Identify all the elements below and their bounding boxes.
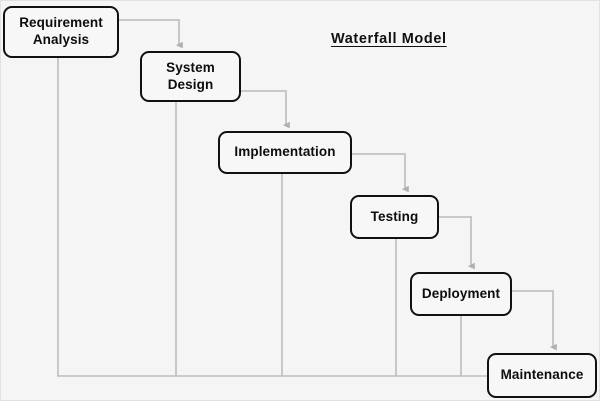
node-label-maintenance: Maintenance bbox=[500, 367, 584, 383]
connector-implementation-to-testing bbox=[352, 153, 409, 193]
node-requirement-analysis[interactable]: Requirement Analysis bbox=[3, 6, 119, 58]
node-implementation[interactable]: Implementation bbox=[218, 131, 352, 174]
connector-system-to-implementation bbox=[241, 90, 290, 129]
node-label-testing: Testing bbox=[370, 208, 419, 224]
node-testing[interactable]: Testing bbox=[350, 195, 439, 239]
node-label-implementation: Implementation bbox=[234, 144, 336, 160]
diagram-title: Waterfall Model bbox=[331, 31, 447, 47]
node-label-requirement-analysis: Requirement Analysis bbox=[19, 15, 103, 47]
node-system-design[interactable]: System Design bbox=[140, 51, 241, 102]
connector-deployment-to-maintenance bbox=[512, 290, 557, 351]
node-label-system-design: System Design bbox=[166, 59, 215, 92]
node-maintenance[interactable]: Maintenance bbox=[487, 353, 597, 398]
node-label-deployment: Deployment bbox=[421, 285, 501, 301]
connector-testing-to-deployment bbox=[439, 216, 475, 270]
connector-requirement-to-system bbox=[119, 19, 183, 49]
node-deployment[interactable]: Deployment bbox=[410, 272, 512, 316]
